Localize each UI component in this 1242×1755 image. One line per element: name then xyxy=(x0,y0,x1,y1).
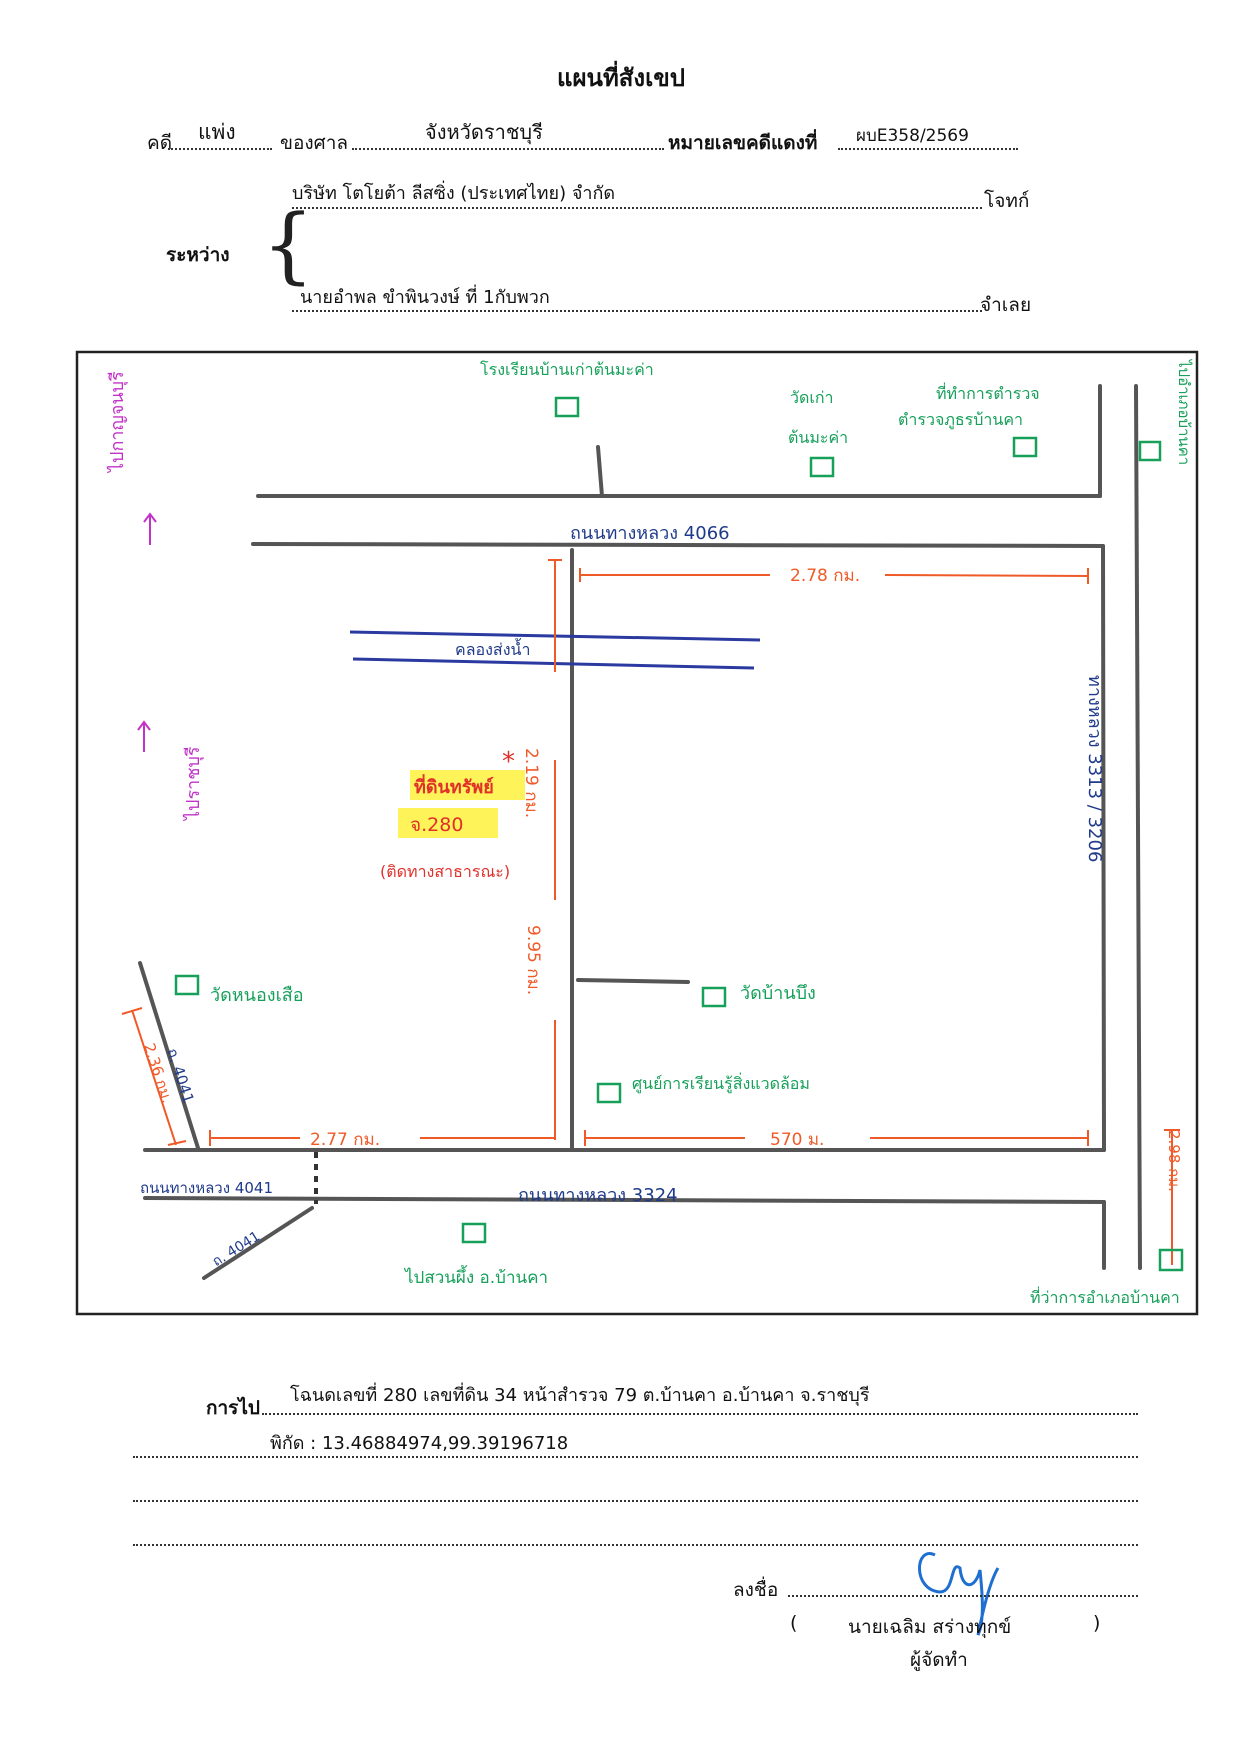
label-target-3: (ติดทางสาธารณะ) xyxy=(380,862,511,881)
label-target-1: ที่ดินทรัพย์ xyxy=(414,777,494,798)
landmark-icon xyxy=(554,396,580,418)
canal-line xyxy=(352,657,755,670)
signature-mark xyxy=(918,1552,1000,1636)
label-road-right: ทางหลวง 3313 / 3206 xyxy=(1084,675,1105,863)
label-dist-vertical-1: 2.19 กม. xyxy=(521,748,541,819)
landmark-icon xyxy=(701,986,727,1008)
label-road-bottom-left: ถนนทางหลวง 4041 xyxy=(140,1179,273,1197)
parties-brace: { xyxy=(262,198,315,293)
plaintiff-role: โจทก์ xyxy=(984,190,1030,212)
label-road-bottom: ถนนทางหลวง 3324 xyxy=(518,1185,678,1206)
label-temple-old: วัดเก่า xyxy=(790,388,834,407)
directions-dotline-4 xyxy=(133,1544,1138,1546)
direction-arrow-icon xyxy=(137,720,151,731)
defendant-name: นายอำพล ขำพินวงษ์ ที่ 1กับพวก xyxy=(300,287,550,308)
road-line xyxy=(1134,384,1142,1270)
red-case-label: หมายเลขคดีแดงที่ xyxy=(668,132,818,154)
landmark-icon xyxy=(1158,1248,1184,1272)
label-school-top: โรงเรียนบ้านเก่าต้นมะค่า xyxy=(480,360,654,379)
plaintiff-dotline xyxy=(292,207,982,209)
directions-line-1: โฉนดเลขที่ 280 เลขที่ดิน 34 หน้าสำรวจ 79… xyxy=(290,1385,870,1406)
target-highlight xyxy=(410,770,525,800)
directions-label: การไป xyxy=(206,1397,260,1419)
sign-open-paren: ( xyxy=(790,1612,798,1634)
label-center-public: ศูนย์การเรียนรู้สิ่งแวดล้อม xyxy=(632,1074,810,1093)
label-target-2: จ.280 xyxy=(410,814,464,836)
label-to-ratchaburi: ไปราชบุรี xyxy=(183,746,204,820)
dimension-line xyxy=(131,1009,177,1146)
directions-dotline-2 xyxy=(133,1456,1138,1458)
label-dist-right-edge: 2.98 กม. xyxy=(1165,1130,1183,1192)
case-type-dotline xyxy=(168,148,272,150)
road-line xyxy=(251,542,1105,548)
case-label: คดี xyxy=(147,132,173,154)
sign-close-paren: ) xyxy=(1093,1612,1101,1634)
directions-dotline-3 xyxy=(133,1500,1138,1502)
directions-line-2: พิกัด : 13.46884974,99.39196718 xyxy=(270,1433,569,1454)
landmark-icon xyxy=(461,1222,487,1244)
page-title: แผนที่สังเขป xyxy=(557,64,685,92)
court-dotline xyxy=(352,148,664,150)
court-label: ของศาล xyxy=(280,132,349,154)
label-road-right-far: ไปอำเภอบ้านคา xyxy=(1175,360,1193,466)
label-dist-top: 2.78 กม. xyxy=(790,566,861,586)
between-label: ระหว่าง xyxy=(166,244,230,266)
landmark-icon xyxy=(596,1082,622,1104)
road-line xyxy=(596,445,604,498)
road-line xyxy=(576,978,690,984)
plaintiff-name: บริษัท โตโยต้า ลีสซิ่ง (ประเทศไทย) จำกัด xyxy=(292,183,616,204)
label-to-kanchanaburi: ไปกาญจนบุรี xyxy=(107,371,128,472)
label-police: ที่ทำการตำรวจ xyxy=(936,384,1040,403)
target-star-icon: * xyxy=(502,747,515,777)
road-line xyxy=(143,1196,1106,1204)
label-district-office: ที่ว่าการอำเภอบ้านคา xyxy=(1030,1288,1180,1307)
landmark-icon xyxy=(809,456,835,478)
sign-dotline xyxy=(788,1595,1138,1597)
sign-label: ลงชื่อ xyxy=(733,1579,779,1601)
road-line xyxy=(138,961,200,1150)
direction-arrow-icon xyxy=(143,512,157,523)
road-line xyxy=(1101,544,1106,1152)
label-dist-bottom-right: 570 ม. xyxy=(770,1130,825,1150)
dimension-line xyxy=(167,1140,187,1146)
label-temple-center: วัดบ้านบึง xyxy=(740,983,816,1004)
label-temple-old-2: ต้นมะค่า xyxy=(788,428,849,447)
landmark-icon xyxy=(1012,436,1038,458)
signer-name: นายเฉลิม สร่างทุกข์ xyxy=(848,1616,1012,1638)
case-type: แพ่ง xyxy=(198,120,236,144)
label-temple-left: วัดหนองเสือ xyxy=(210,985,304,1006)
map-frame xyxy=(75,350,1199,1316)
label-dist-vertical-2: 9.95 กม. xyxy=(523,925,543,996)
label-dist-bottom-left: 2.77 กม. xyxy=(310,1130,381,1150)
dimension-line xyxy=(884,574,1089,577)
defendant-role: จำเลย xyxy=(980,294,1032,316)
red-case-number: ผบE358/2569 xyxy=(856,126,969,146)
label-market: ไปสวนผึ้ง อ.บ้านคา xyxy=(405,1268,549,1288)
landmark-icon xyxy=(1138,440,1162,462)
label-police-2: ตำรวจภูธรบ้านคา xyxy=(898,410,1023,429)
label-canal: คลองส่งน้ำ xyxy=(455,640,531,659)
red-case-dotline xyxy=(838,148,1018,150)
dimension-line xyxy=(121,1007,143,1015)
defendant-dotline xyxy=(292,310,982,312)
target-highlight xyxy=(398,808,498,838)
landmark-icon xyxy=(174,974,200,996)
directions-dotline-1 xyxy=(262,1413,1138,1415)
road-line xyxy=(202,1206,314,1280)
signer-role: ผู้จัดทำ xyxy=(910,1649,968,1671)
court-name: จังหวัดราชบุรี xyxy=(425,120,543,144)
label-road-top: ถนนทางหลวง 4066 xyxy=(570,523,730,544)
